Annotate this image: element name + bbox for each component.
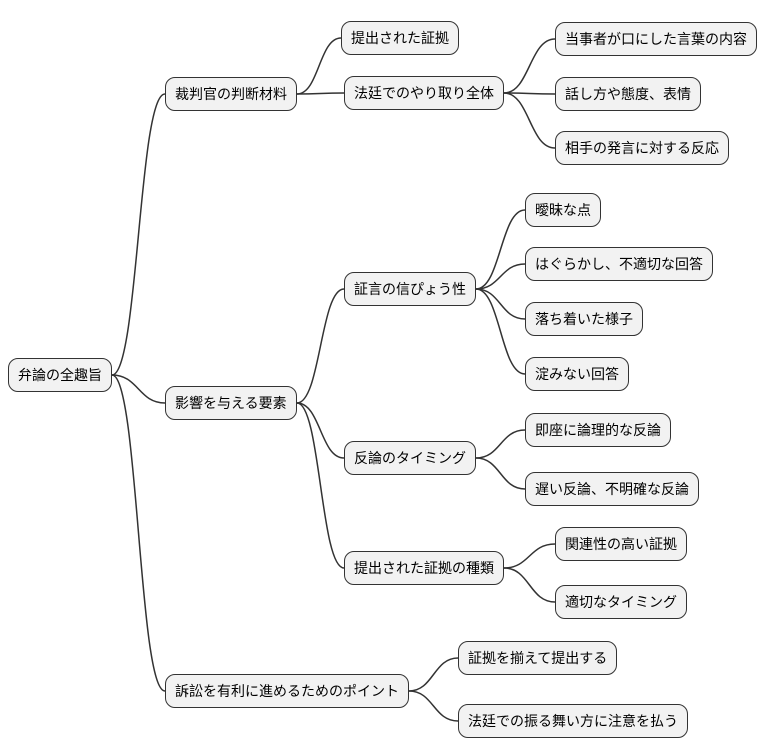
edge-rebuttal-timing-to-late-unclear [475,457,526,490]
edge-courtroom-exchange-to-party-words [503,38,556,94]
edge-influencing-factors-to-rebuttal-timing [296,402,345,459]
edge-root-to-judge-materials [111,93,166,376]
edge-judge-materials-to-submitted-evidence [296,37,342,95]
mindmap-node-reaction-opponent: 相手の発言に対する反応 [555,131,729,165]
edge-litigation-points-to-prepare-evidence [408,657,459,692]
mindmap-node-rebuttal-timing: 反論のタイミング [344,441,476,475]
mindmap-node-ambiguous-points: 曖昧な点 [525,193,601,227]
edge-root-to-litigation-points [111,374,166,692]
edge-root-to-influencing-factors [111,374,166,404]
edge-judge-materials-to-courtroom-exchange [296,92,345,95]
edge-courtroom-exchange-to-reaction-opponent [503,92,556,149]
edge-influencing-factors-to-testimony-credibility [296,288,345,404]
mindmap-node-immediate-logical: 即座に論理的な反論 [525,413,671,447]
mindmap-node-influencing-factors: 影響を与える要素 [165,386,297,420]
mindmap-node-evasive-answers: はぐらかし、不適切な回答 [525,247,713,281]
edge-rebuttal-timing-to-immediate-logical [475,429,526,459]
mindmap-node-calm-demeanor: 落ち着いた様子 [525,302,643,336]
mindmap-node-late-unclear: 遅い反論、不明確な反論 [525,472,699,506]
mindmap-node-prepare-evidence: 証拠を揃えて提出する [458,641,618,675]
edge-evidence-types-to-relevant-evidence [503,543,556,569]
mindmap-node-testimony-credibility: 証言の信ぴょう性 [344,272,476,306]
edge-testimony-credibility-to-evasive-answers [475,263,526,290]
mindmap-node-courtroom-behavior: 法廷での振る舞い方に注意を払う [458,704,688,738]
mindmap-node-courtroom-exchange: 法廷でのやり取り全体 [344,76,504,110]
edge-testimony-credibility-to-calm-demeanor [475,288,526,320]
mindmap-node-manner-attitude: 話し方や態度、表情 [555,77,701,111]
mindmap-node-relevant-evidence: 関連性の高い証拠 [555,527,687,561]
edge-testimony-credibility-to-ambiguous-points [475,209,526,290]
mindmap-node-litigation-points: 訴訟を有利に進めるためのポイント [165,674,409,708]
mindmap-node-root: 弁論の全趣旨 [8,358,112,392]
mindmap-node-submitted-evidence: 提出された証拠 [341,21,459,55]
mindmap-node-appropriate-timing: 適切なタイミング [555,585,687,619]
mindmap-node-judge-materials: 裁判官の判断材料 [165,77,297,111]
edge-litigation-points-to-courtroom-behavior [408,690,459,722]
mindmap-node-evidence-types: 提出された証拠の種類 [344,551,504,585]
edge-testimony-credibility-to-fluent-answers [475,288,526,375]
edge-evidence-types-to-appropriate-timing [503,567,556,603]
edge-courtroom-exchange-to-manner-attitude [503,92,556,95]
mindmap-node-fluent-answers: 淀みない回答 [525,357,629,391]
edge-influencing-factors-to-evidence-types [296,402,345,569]
mindmap-node-party-words: 当事者が口にした言葉の内容 [555,22,757,56]
